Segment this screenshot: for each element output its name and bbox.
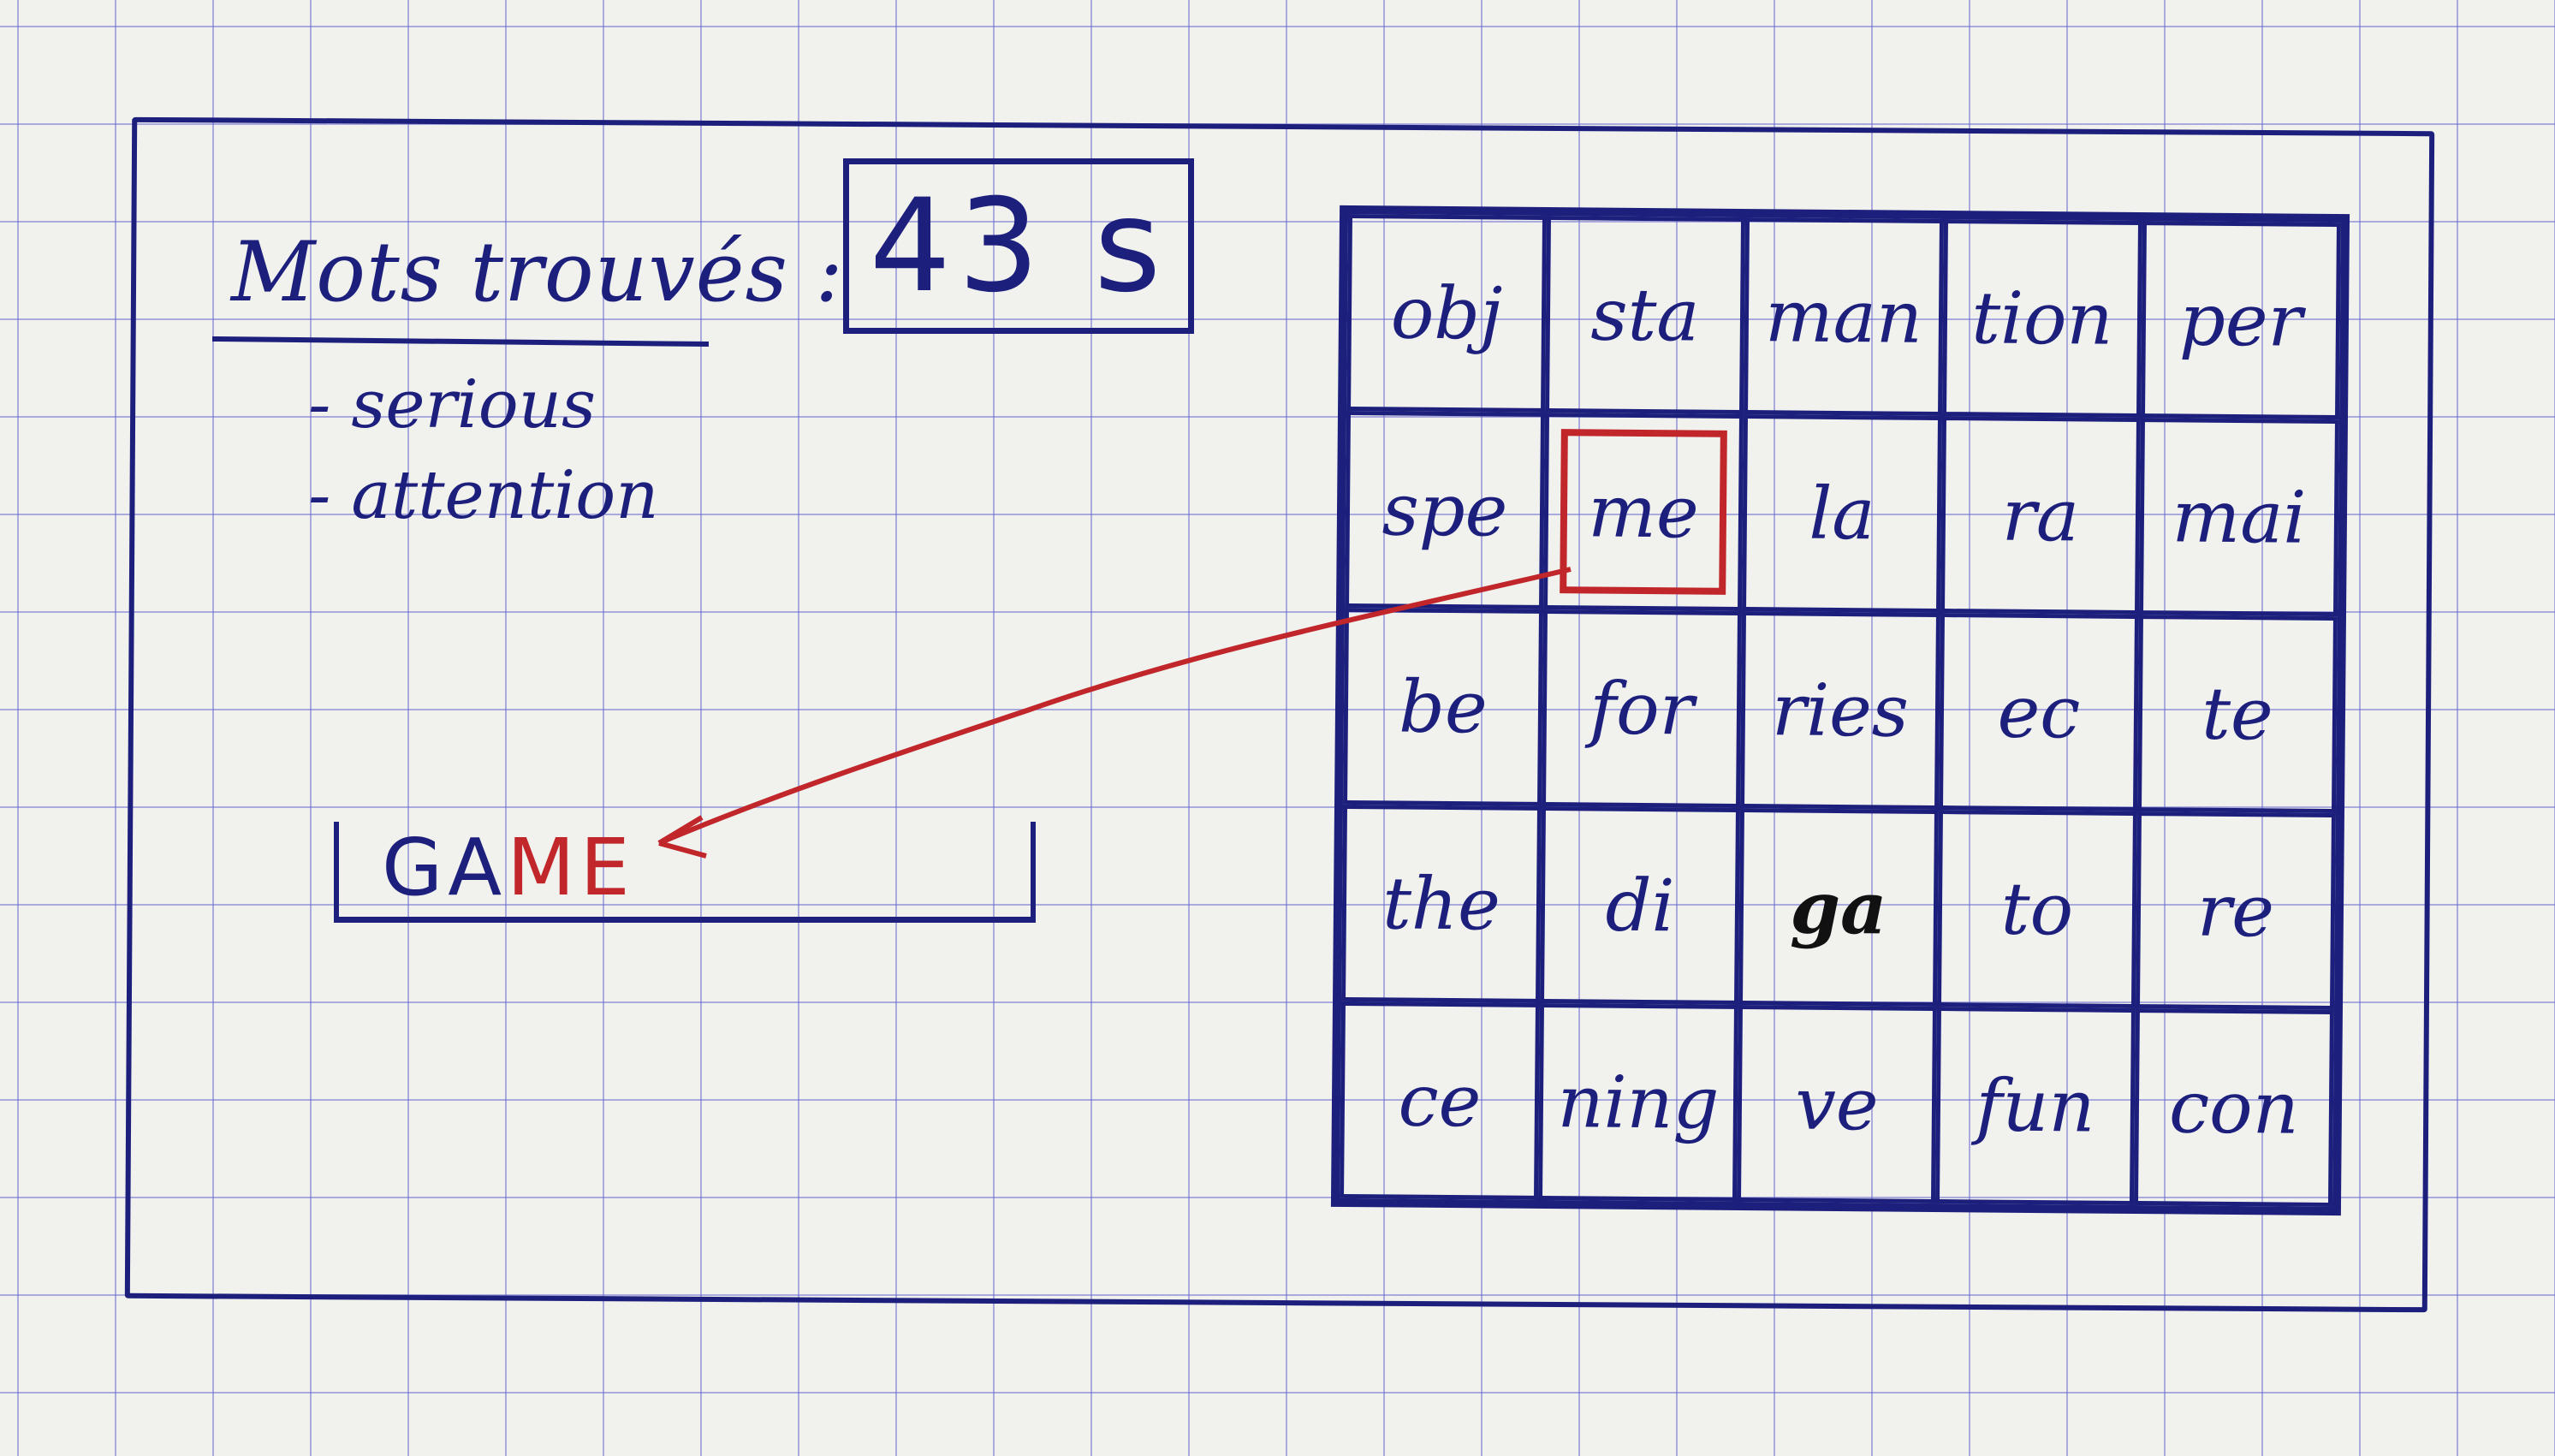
grid-cell[interactable]: re bbox=[2135, 811, 2336, 1011]
grid-cell[interactable]: be bbox=[1343, 607, 1544, 806]
word-input-field[interactable]: GAME bbox=[334, 822, 1036, 923]
grid-cell-selected[interactable]: me bbox=[1543, 412, 1744, 611]
grid-cell[interactable]: ce bbox=[1340, 1001, 1541, 1200]
grid-cell[interactable]: man bbox=[1744, 217, 1945, 417]
grid-cell[interactable]: ra bbox=[1940, 416, 2141, 615]
grid-cell[interactable]: to bbox=[1936, 810, 2137, 1009]
grid-cell[interactable]: ning bbox=[1537, 1002, 1738, 1202]
grid-cell[interactable]: tion bbox=[1942, 219, 2143, 419]
grid-cell[interactable]: obj bbox=[1346, 213, 1548, 413]
timer-value: 43 s bbox=[869, 171, 1168, 321]
grid-cell[interactable]: ries bbox=[1740, 610, 1940, 811]
grid-cell[interactable]: mai bbox=[2138, 418, 2339, 617]
grid-cell[interactable]: per bbox=[2140, 221, 2341, 420]
current-word-added: ME bbox=[507, 822, 635, 913]
found-word: attention bbox=[351, 457, 659, 534]
current-word-typed: GA bbox=[382, 822, 508, 913]
grid-cell[interactable]: fun bbox=[1934, 1006, 2136, 1206]
grid-cell[interactable]: the bbox=[1341, 804, 1542, 1003]
found-words-list: -serious -attention bbox=[308, 360, 658, 541]
grid-cell[interactable]: ve bbox=[1736, 1004, 1937, 1203]
found-words-title: Mots trouvés : bbox=[231, 224, 844, 320]
grid-cell[interactable]: con bbox=[2133, 1008, 2334, 1208]
found-word-item: -serious bbox=[308, 366, 597, 443]
grid-cell[interactable]: ec bbox=[1938, 613, 2139, 812]
grid-cell[interactable]: di bbox=[1540, 805, 1741, 1005]
current-word: GAME bbox=[382, 822, 635, 913]
timer: 43 s bbox=[843, 158, 1194, 334]
grid-cell[interactable]: la bbox=[1742, 414, 1943, 614]
found-word: serious bbox=[351, 366, 597, 443]
grid-cell[interactable]: spe bbox=[1345, 410, 1546, 609]
grid-cell[interactable]: te bbox=[2136, 615, 2338, 814]
found-word-item: -attention bbox=[308, 457, 659, 534]
grid-cell[interactable]: sta bbox=[1545, 215, 1746, 415]
grid-cell[interactable]: ga bbox=[1738, 807, 1939, 1007]
grid-cell[interactable]: for bbox=[1542, 609, 1743, 808]
